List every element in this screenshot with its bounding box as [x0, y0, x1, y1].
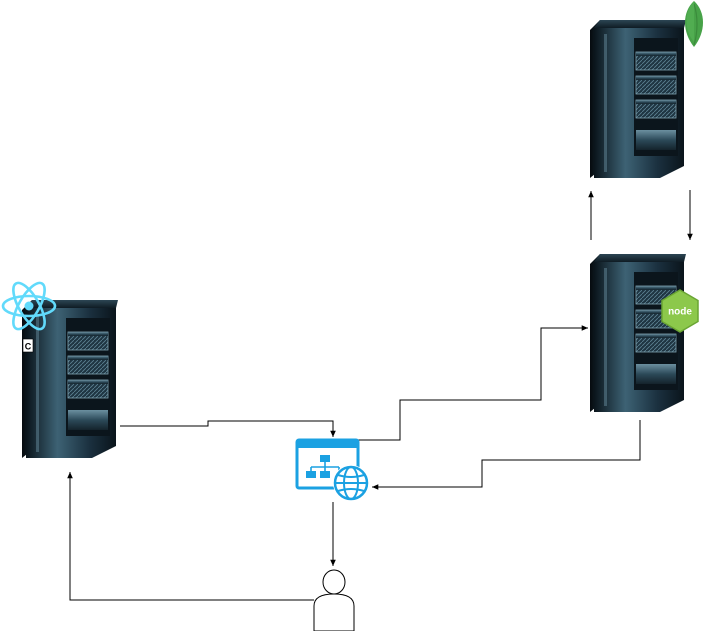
web-sitemap-globe-icon [295, 438, 369, 501]
edge-react-to-gateway [120, 420, 336, 437]
node-server: node [589, 253, 699, 413]
react-logo-icon [1, 281, 57, 331]
edge-user-to-react [67, 472, 314, 601]
edge-gateway-to-node [358, 325, 588, 441]
node-server-badge-label: node [668, 307, 692, 318]
react-server-badge-label: C [25, 342, 32, 352]
nodejs-logo-icon: node [661, 289, 699, 333]
user [313, 569, 355, 631]
mongo-server [589, 1, 703, 179]
react-server: C [1, 281, 119, 459]
mongodb-leaf-icon [685, 1, 703, 47]
react-server-badge: C [22, 338, 34, 353]
user-person-icon [313, 569, 355, 631]
gateway [295, 438, 369, 501]
edge-node-to-gateway [372, 420, 641, 490]
